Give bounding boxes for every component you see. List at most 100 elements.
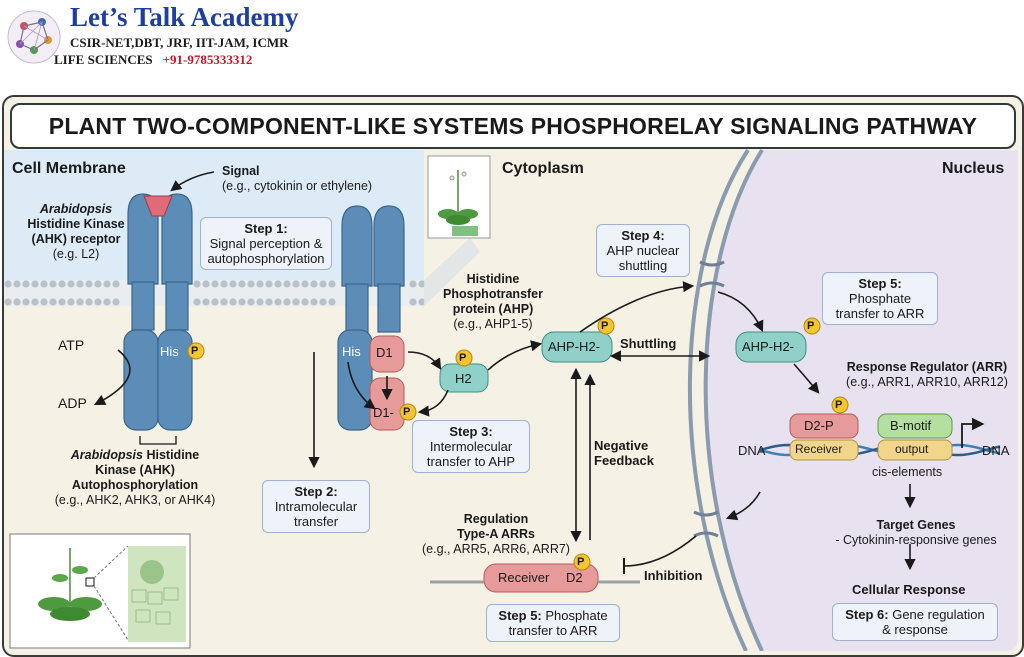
step3-line1: Intermolecular xyxy=(429,439,513,454)
receiver-label: Receiver xyxy=(795,442,843,456)
output-label: output xyxy=(895,442,929,456)
phosphate-icons xyxy=(187,317,849,571)
nuclear-envelope-inner xyxy=(703,148,764,651)
step2-line1: Intramolecular xyxy=(274,499,358,514)
receptor-example: (e.g. L2) xyxy=(52,247,100,261)
p-ahp-nuc: P xyxy=(807,320,815,332)
p-his: P xyxy=(191,345,199,357)
atp-label: ATP xyxy=(58,337,85,353)
step1-line1: Signal perception & xyxy=(209,236,323,251)
brand-phone: +91-9785333312 xyxy=(162,52,253,67)
target-title: Target Genes xyxy=(876,518,956,532)
step3-box: Step 3: Intermolecular transfer to AHP xyxy=(412,420,530,473)
autophos-histidine: Histidine xyxy=(146,448,200,462)
autophosphorylation-label: Arabidopsis Histidine Kinase (AHK) Autop… xyxy=(46,448,224,508)
typea-example: (e.g., ARR5, ARR6, ARR7) xyxy=(422,542,570,556)
pathway-arrows xyxy=(94,171,916,571)
type-a-label: Regulation Type-A ARRs (e.g., ARR5, ARR6… xyxy=(418,512,574,557)
ahp-example: (e.g., AHP1-5) xyxy=(453,317,533,331)
typea-line2: Type-A ARRs xyxy=(456,527,535,541)
receptor-abbr: (AHK) receptor xyxy=(31,232,121,246)
p-h2: P xyxy=(459,352,467,364)
step1-box: Step 1: Signal perception & autophosphor… xyxy=(200,217,332,270)
step6-line1: Gene regulation xyxy=(892,607,985,622)
p-ahp-cyto: P xyxy=(601,320,609,332)
nuclear-pores xyxy=(693,260,725,538)
p-type-a: P xyxy=(577,556,585,568)
cell-membrane xyxy=(4,238,480,306)
brand-subtitle: CSIR-NET,DBT, JRF, IIT-JAM, ICMR xyxy=(70,35,289,50)
ahp-h2-nucleus xyxy=(735,331,807,363)
negfb-line2: Feedback xyxy=(594,453,654,468)
nucleus-region xyxy=(703,150,1018,651)
arr-line2: (e.g., ARR1, ARR10, ARR12) xyxy=(846,375,1008,389)
d1-domain xyxy=(369,335,405,373)
cis-elements-label: cis-elements xyxy=(872,465,943,479)
step5n-line1: Phosphate xyxy=(848,291,912,306)
step6-box: Step 6: Gene regulation & response xyxy=(832,603,998,641)
arr-line1: Response Regulator (ARR) xyxy=(846,360,1008,374)
step5n-title: Step 5: xyxy=(858,276,902,291)
label-nucleus: Nucleus xyxy=(942,160,1005,177)
step1-title: Step 1: xyxy=(244,221,288,236)
autophos-kinase: Kinase (AHK) xyxy=(95,463,175,477)
cellular-response-label: Cellular Response xyxy=(852,582,966,597)
brand-header: Let’s Talk Academy CSIR-NET,DBT, JRF, II… xyxy=(0,0,360,80)
typea-line1: Regulation xyxy=(463,512,529,526)
step5-cytoplasm-box: Step 5: Phosphate transfer to ARR xyxy=(486,604,620,642)
his-label-left: His xyxy=(160,344,179,359)
label-cytoplasm: Cytoplasm xyxy=(502,160,584,177)
h2-label: H2 xyxy=(455,371,472,386)
d1-label: D1 xyxy=(376,345,393,360)
receptor-species: Arabidopsis xyxy=(39,202,113,216)
step4-title: Step 4: xyxy=(621,228,665,243)
step4-line2: shuttling xyxy=(618,258,668,273)
brand-contact: LIFE SCIENCES +91-9785333312 xyxy=(54,52,252,68)
receptor-label: Arabidopsis Histidine Kinase (AHK) recep… xyxy=(18,202,134,262)
autophos-examples: (e.g., AHK2, AHK3, or AHK4) xyxy=(54,493,216,507)
step4-box: Step 4: AHP nuclear shuttling xyxy=(596,224,690,277)
ahp-line1: Histidine xyxy=(466,272,520,286)
signal-label: Signal (e.g., cytokinin or ethylene) xyxy=(222,164,372,194)
brand-subject: LIFE SCIENCES xyxy=(54,52,153,67)
receptor-name: Histidine Kinase xyxy=(27,217,125,231)
output-domain xyxy=(877,439,953,461)
step5c-line1: Phosphate xyxy=(545,608,608,623)
autophos-species: Arabidopsis xyxy=(70,448,143,462)
b-motif-domain xyxy=(877,413,953,439)
d1p-label: D1- xyxy=(373,405,394,420)
label-cell-membrane: Cell Membrane xyxy=(12,160,126,177)
ahp-line3: protein (AHP) xyxy=(452,302,534,316)
step5c-line2: transfer to ARR xyxy=(508,623,598,638)
step3-title: Step 3: xyxy=(449,424,493,439)
step5n-line2: transfer to ARR xyxy=(835,306,925,321)
brand-title: Let’s Talk Academy xyxy=(70,2,299,32)
transcription-start-arrow xyxy=(961,417,985,448)
type-a-d2-label: D2 xyxy=(566,570,583,585)
nuclear-envelope-outer xyxy=(688,148,750,651)
negfb-line1: Negative xyxy=(594,438,649,453)
step4-line1: AHP nuclear xyxy=(606,243,680,258)
target-genes-label: Target Genes - Cytokinin-responsive gene… xyxy=(826,518,1006,548)
plant-inset-top-icon xyxy=(427,155,491,239)
dna-label-left: DNA xyxy=(738,443,766,458)
p-d1: P xyxy=(403,406,411,418)
ahp-line2: Phosphotransfer xyxy=(442,287,543,301)
his-label-right: His xyxy=(342,344,361,359)
arr-label: Response Regulator (ARR) (e.g., ARR1, AR… xyxy=(832,360,1022,390)
d2p-label: D2-P xyxy=(804,418,834,433)
p-arr: P xyxy=(835,399,843,411)
step6-title: Step 6: xyxy=(845,607,889,622)
plant-inset-bottom-icon xyxy=(9,533,191,649)
ahp-h2-nuc-label: AHP-H2- xyxy=(742,339,795,354)
ahp-label: Histidine Phosphotransfer protein (AHP) … xyxy=(438,272,548,332)
step2-title: Step 2: xyxy=(294,484,338,499)
step3-line2: transfer to AHP xyxy=(426,454,516,469)
ahk-receptor-left xyxy=(123,193,193,431)
autophos-process: Autophosphorylation xyxy=(71,478,199,492)
shuttling-label: Shuttling xyxy=(620,336,677,351)
step6-line2: & response xyxy=(882,622,948,637)
type-a-receiver-label: Receiver xyxy=(498,570,550,585)
d2p-domain xyxy=(789,413,859,439)
